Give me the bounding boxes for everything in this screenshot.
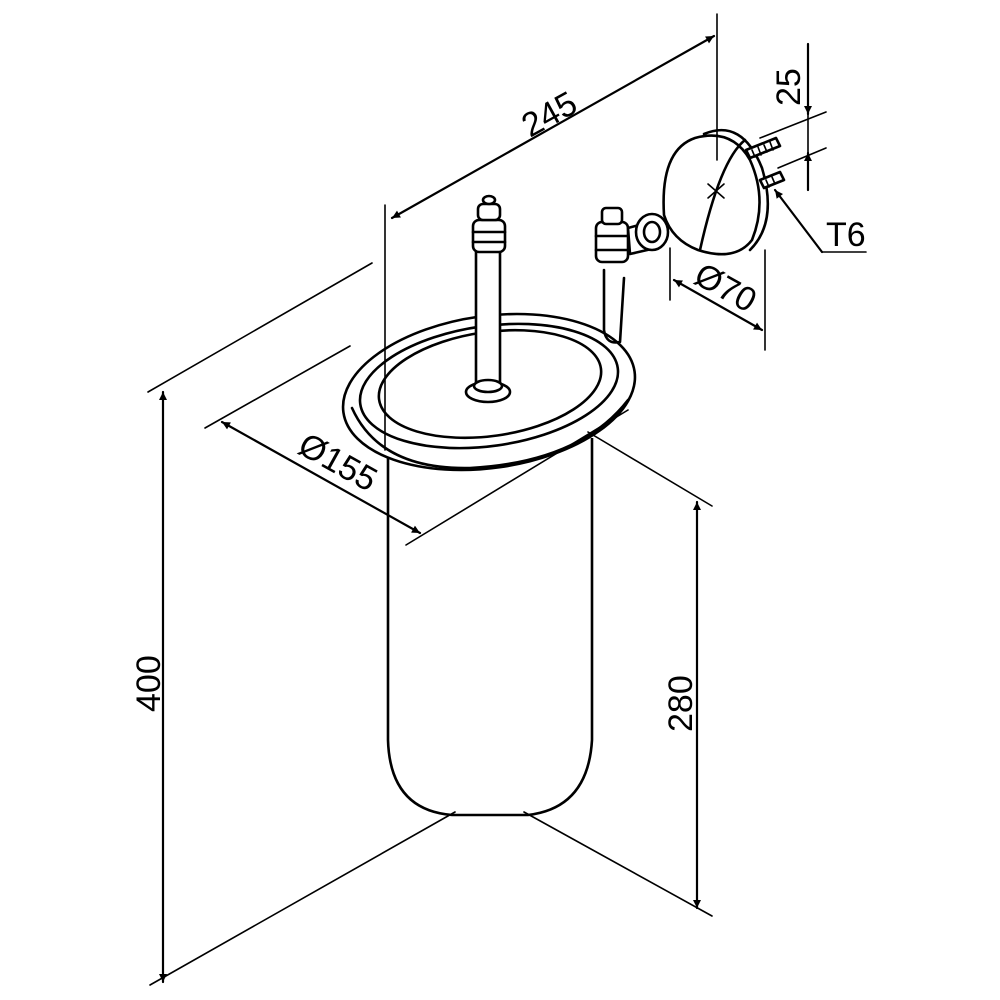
dimension-label-400: 400 bbox=[130, 655, 168, 712]
screw-lower bbox=[758, 170, 786, 190]
callout-label-t6: T6 bbox=[826, 216, 866, 254]
dimension-label-245: 245 bbox=[515, 84, 583, 145]
dimension-label-280: 280 bbox=[662, 675, 700, 732]
dimension-diameter-70: Ø70 bbox=[669, 247, 766, 351]
callout-t6: T6 bbox=[773, 188, 867, 254]
dimension-label-70: Ø70 bbox=[688, 256, 763, 320]
screw-upper bbox=[744, 136, 782, 160]
dimension-length-25: 25 bbox=[759, 42, 827, 192]
dimension-height-400: 400 bbox=[130, 262, 456, 986]
dimension-height-280: 280 bbox=[523, 431, 713, 917]
wall-bracket bbox=[594, 128, 786, 344]
brush-handle bbox=[464, 194, 512, 404]
dimension-label-25: 25 bbox=[770, 68, 808, 106]
